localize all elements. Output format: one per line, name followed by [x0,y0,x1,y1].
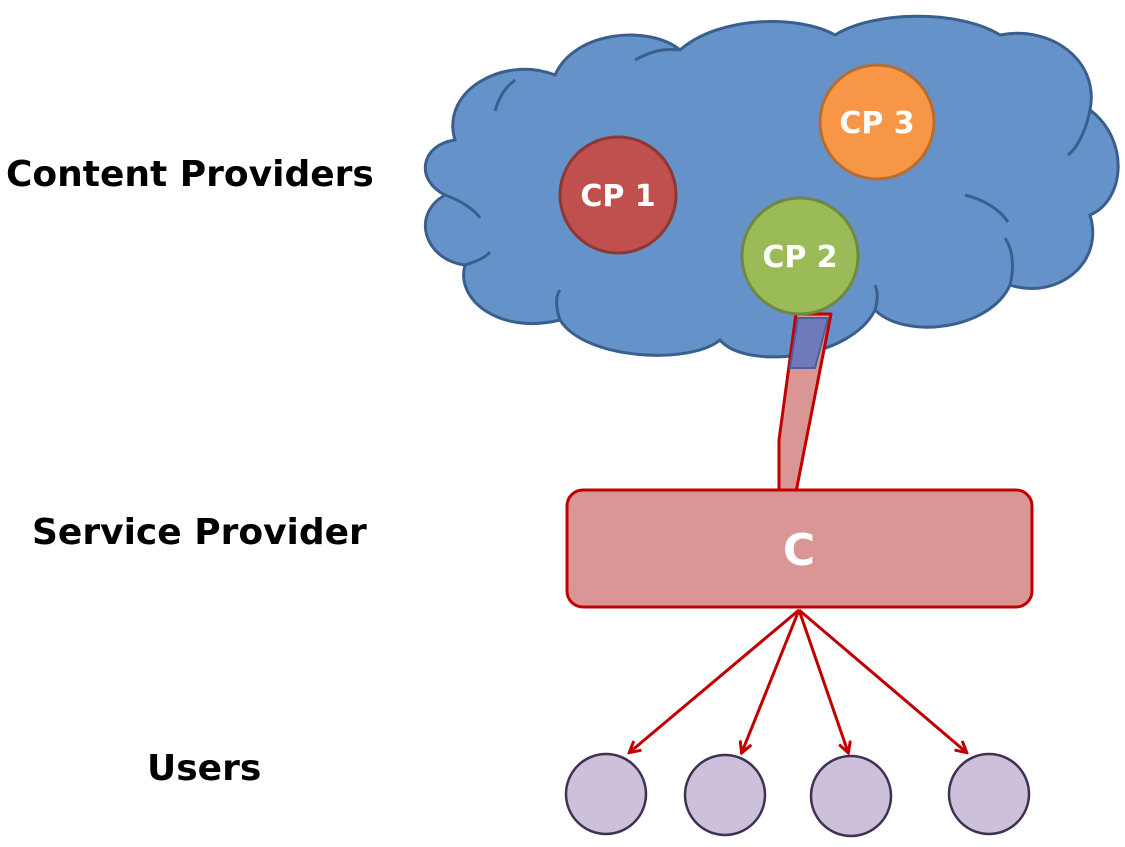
cp-circle [740,196,860,316]
arrow-to-user-3 [797,609,848,752]
cp-node-3[interactable]: CP 3 [818,63,936,181]
cp-label: CP 3 [839,106,914,141]
server-label: C [783,525,815,576]
user-node-2[interactable] [683,753,767,837]
user-node-3[interactable] [809,754,893,838]
cp2-link-cloud-overlay [788,317,830,369]
service-provider-node[interactable]: C [565,488,1034,609]
cp-label: CP 2 [762,240,837,275]
distribution-arrows [630,608,966,752]
cp-node-1[interactable]: CP 1 [558,135,678,255]
user-node-1[interactable] [564,752,648,836]
cp-label: CP 1 [580,179,655,214]
arrow-to-user-4 [798,608,966,752]
label-service-provider: Service Provider [32,512,367,553]
cp-node-2[interactable]: CP 2 [740,196,860,316]
arrow-to-user-1 [630,608,800,752]
label-content-providers: Content Providers [6,154,374,195]
server-box [565,488,1034,609]
user-nodes [564,752,1031,838]
cp-circle [558,135,678,255]
cp-circle [818,63,936,181]
user-node-4[interactable] [947,752,1031,836]
label-users: Users [147,748,261,789]
content-provider-cloud [423,14,1120,359]
arrow-to-user-2 [742,609,801,752]
